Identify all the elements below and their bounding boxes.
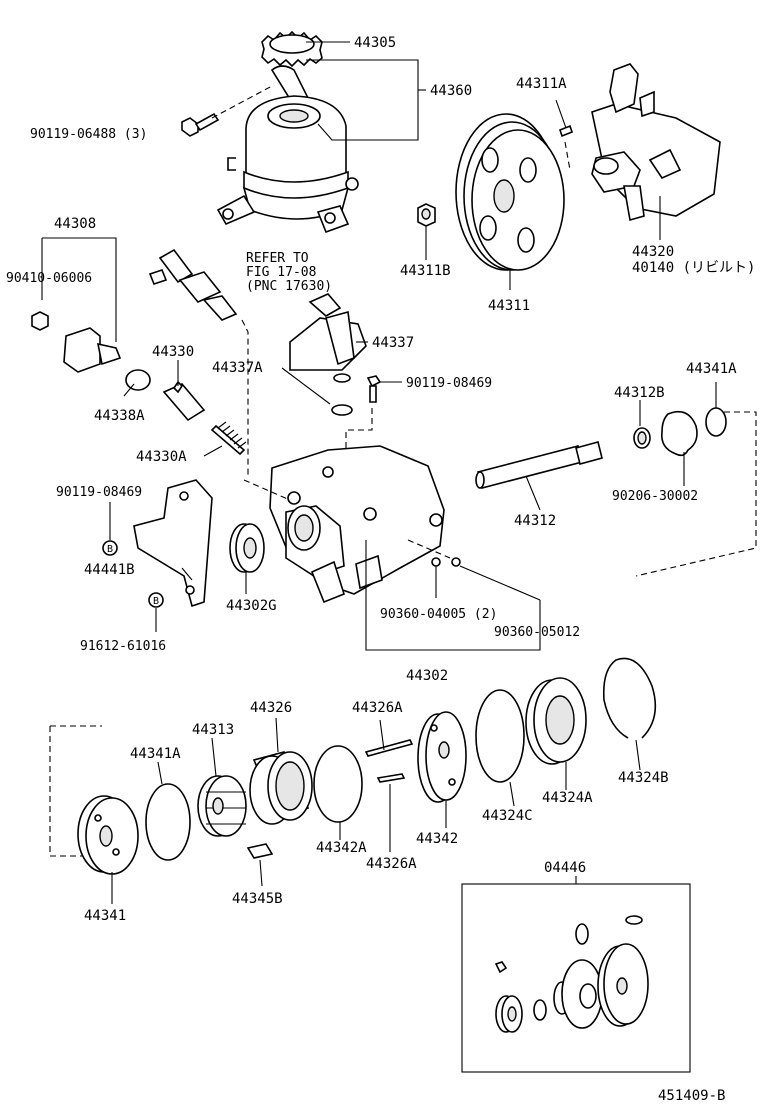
bolt-marker-lower: B (148, 592, 164, 608)
label-44302G: 44302G (226, 598, 277, 614)
refer-note-line3: (PNC 17630) (246, 279, 332, 294)
gasket-90206-30002-drawing (660, 410, 698, 457)
plug-90360-04005-drawing (431, 557, 441, 567)
label-44341: 44341 (84, 908, 126, 924)
label-90119-08469-left: 90119-08469 (56, 485, 142, 500)
bearing-44302G-drawing (229, 523, 265, 573)
plug-90360-05012-drawing (451, 557, 461, 567)
fitting-44337-drawing (289, 293, 367, 383)
o-ring-44341A-bottom-drawing (145, 783, 191, 861)
refer-note-line1: REFER TO (246, 251, 309, 266)
label-44441B: 44441B (84, 562, 135, 578)
label-44308: 44308 (54, 216, 96, 232)
label-90119-06488: 90119-06488 (3) (30, 127, 147, 142)
label-44337: 44337 (372, 335, 414, 351)
label-44326A-top: 44326A (352, 700, 403, 716)
label-40140: 40140 (リビルト) (632, 260, 755, 276)
refer-note-line2: FIG 17-08 (246, 265, 316, 280)
label-44312B: 44312B (614, 385, 665, 401)
plate-44341-drawing (77, 795, 139, 875)
label-44313: 44313 (192, 722, 234, 738)
label-90360-05012: 90360-05012 (494, 625, 580, 640)
label-44342A: 44342A (316, 840, 367, 856)
cover-44324A-drawing (525, 677, 587, 765)
label-44360: 44360 (430, 83, 472, 99)
spring-44330A-drawing (210, 421, 247, 456)
label-90360-04005: 90360-04005 (2) (380, 607, 497, 622)
label-44311B: 44311B (400, 263, 451, 279)
label-44324A: 44324A (542, 790, 593, 806)
o-ring-44324C-drawing (475, 689, 525, 783)
vane-44345B-drawing (246, 843, 274, 859)
label-04446: 04446 (544, 860, 586, 876)
flow-control-valve-44330-drawing (162, 380, 206, 422)
o-ring-44342A-drawing (313, 745, 363, 823)
label-44337A: 44337A (212, 360, 263, 376)
bolt-marker-upper: B (102, 540, 118, 556)
label-44324B: 44324B (618, 770, 669, 786)
label-90206-30002: 90206-30002 (612, 489, 698, 504)
kit-04446-parts-drawing (494, 915, 649, 1033)
label-44302: 44302 (406, 668, 448, 684)
label-44320: 44320 (632, 244, 674, 260)
label-44341A-top: 44341A (686, 361, 737, 377)
snap-ring-44324B-drawing (602, 657, 657, 739)
label-44341A-bottom: 44341A (130, 746, 181, 762)
bolt-marker-text-upper: B (107, 544, 113, 555)
label-91612-61016: 91612-61016 (80, 639, 166, 654)
pressure-plate-44342-drawing (417, 711, 467, 803)
label-44330A: 44330A (136, 449, 187, 465)
bracket-44441B-drawing (133, 479, 213, 608)
rotor-44313-drawing (197, 775, 247, 837)
pump-housing-44302-drawing (269, 445, 445, 604)
bolt-90119-08469-top-drawing (366, 375, 382, 403)
pulley-44311-drawing (455, 113, 565, 271)
label-44311A: 44311A (516, 76, 567, 92)
nut-44311B-drawing (417, 203, 436, 227)
label-44312: 44312 (514, 513, 556, 529)
o-ring-44341A-top-drawing (705, 407, 727, 437)
bolt-marker-text-lower: B (153, 596, 159, 607)
shaft-44312-drawing (475, 441, 603, 489)
label-44342: 44342 (416, 831, 458, 847)
pins-44326A-drawing (364, 739, 414, 783)
valve-assembly-44308-drawing (31, 237, 151, 391)
pump-assy-44320-drawing (591, 63, 721, 222)
label-44338A: 44338A (94, 408, 145, 424)
label-90410-06006: 90410-06006 (6, 271, 92, 286)
seal-44312B-drawing (633, 427, 651, 449)
o-ring-44337A-drawing (331, 404, 353, 416)
label-44326A-bottom: 44326A (366, 856, 417, 872)
label-44305: 44305 (354, 35, 396, 51)
label-90119-08469-top: 90119-08469 (406, 376, 492, 391)
figure-code: 451409-B (658, 1088, 725, 1104)
reservoir-tank-drawing (216, 65, 359, 234)
label-44330: 44330 (152, 344, 194, 360)
solenoid-valve-drawing (148, 248, 238, 321)
label-44311: 44311 (488, 298, 530, 314)
label-44326: 44326 (250, 700, 292, 716)
label-44324C: 44324C (482, 808, 533, 824)
label-44345B: 44345B (232, 891, 283, 907)
key-44311A-drawing (559, 124, 573, 138)
cam-ring-44326-drawing (249, 751, 313, 825)
reservoir-cap-drawing (261, 30, 323, 68)
